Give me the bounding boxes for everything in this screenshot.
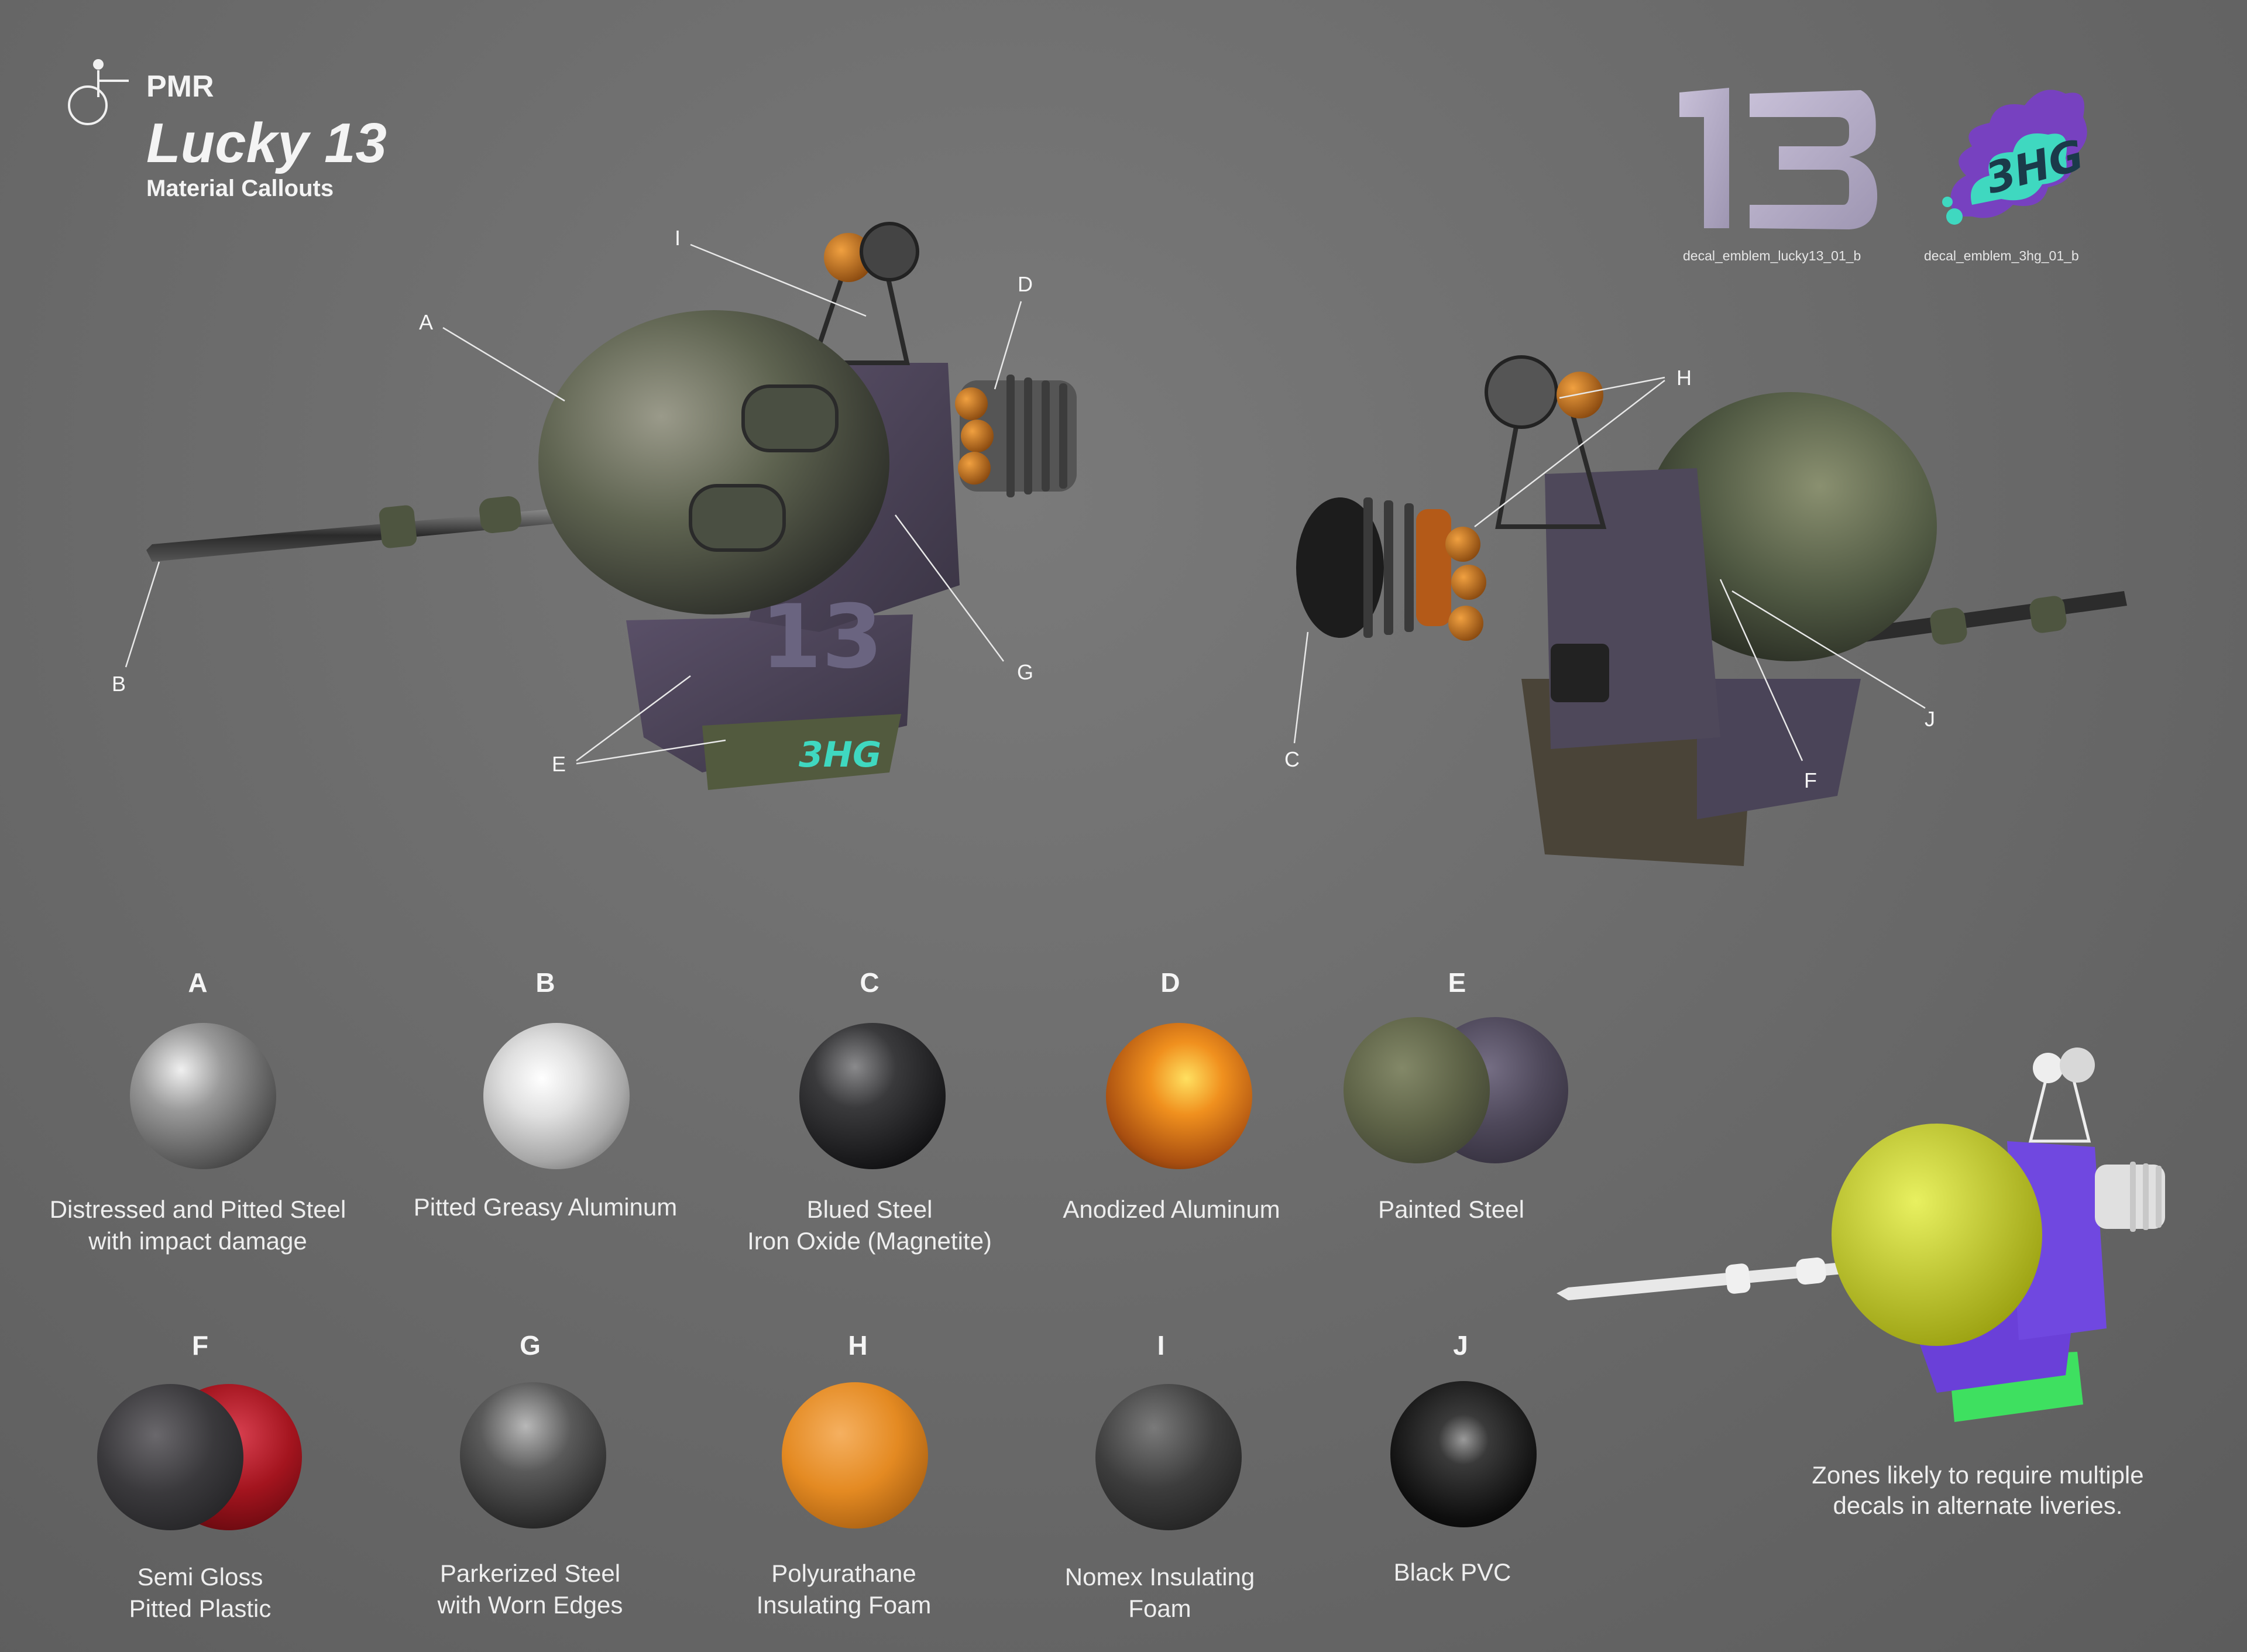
- callout-label-g: G: [1016, 660, 1033, 684]
- swatch-caption-f-line1: Semi Gloss: [137, 1563, 263, 1591]
- swatch-caption-b-line1: Pitted Greasy Aluminum: [413, 1193, 678, 1221]
- swatch-caption-j: Black PVC: [1283, 1557, 1622, 1588]
- callout-label-b: B: [111, 672, 126, 696]
- material-sphere-b: [483, 1023, 630, 1169]
- swatch-letter-f: F: [191, 1330, 209, 1361]
- callout-label-f: F: [1804, 768, 1817, 792]
- swatch-caption-g-line2: with Worn Edges: [437, 1591, 623, 1619]
- swatch-caption-c-line1: Blued Steel: [806, 1196, 933, 1223]
- swatch-caption-j-line1: Black PVC: [1393, 1558, 1511, 1586]
- page-title: Lucky 13: [146, 112, 387, 174]
- swatch-caption-i-line2: Foam: [1128, 1595, 1191, 1622]
- swatch-caption-f-line2: Pitted Plastic: [129, 1595, 272, 1622]
- material-sphere-a: [130, 1023, 276, 1169]
- material-sphere-g: [460, 1382, 606, 1529]
- pmr-logo-icon: [68, 59, 129, 125]
- swatch-caption-c-line2: Iron Oxide (Magnetite): [747, 1227, 992, 1255]
- material-sphere-j: [1390, 1381, 1537, 1527]
- swatch-caption-e-line1: Painted Steel: [1378, 1196, 1524, 1223]
- swatch-letter-h: H: [848, 1330, 868, 1361]
- swatch-caption-d: Anodized Aluminum: [1002, 1194, 1341, 1225]
- callout-lines: [125, 243, 1926, 765]
- page-subtitle: Material Callouts: [146, 176, 334, 201]
- material-sphere-f-gray: [97, 1384, 243, 1530]
- swatch-caption-a: Distressed and Pitted Steel with impact …: [28, 1194, 367, 1257]
- lucky13-decal-image: [1679, 88, 1878, 229]
- decal-zones-note: Zones likely to require multiple decals …: [1750, 1460, 2206, 1521]
- swatch-caption-e: Painted Steel: [1281, 1194, 1621, 1225]
- callout-label-a: A: [418, 310, 433, 334]
- decal-zones-note-line2: decals in alternate liveries.: [1833, 1492, 2123, 1519]
- swatch-caption-g-line1: Parkerized Steel: [439, 1560, 621, 1587]
- callout-label-h: H: [1676, 366, 1692, 390]
- brand-name: PMR: [146, 70, 214, 104]
- ship-view-rear-right: [1296, 355, 2127, 866]
- swatch-letter-e: E: [1448, 967, 1466, 998]
- swatch-letter-d: D: [1160, 967, 1180, 998]
- decal-zones-note-line1: Zones likely to require multiple: [1812, 1461, 2144, 1489]
- swatch-caption-i-line1: Nomex Insulating: [1064, 1563, 1255, 1591]
- material-sphere-c: [799, 1023, 946, 1169]
- callout-label-c: C: [1284, 747, 1300, 771]
- callout-label-d: D: [1018, 272, 1033, 296]
- 3hg-decal-image: 3HG: [1942, 90, 2089, 225]
- swatch-caption-i: Nomex Insulating Foam: [990, 1561, 1329, 1624]
- swatch-caption-g: Parkerized Steel with Worn Edges: [360, 1558, 700, 1621]
- material-sphere-d: [1106, 1023, 1252, 1169]
- callout-label-j: J: [1925, 707, 1935, 731]
- decal-zones-preview: [1557, 1047, 2165, 1422]
- swatch-caption-d-line1: Anodized Aluminum: [1063, 1196, 1280, 1223]
- material-sphere-e-olive: [1344, 1017, 1490, 1163]
- svg-text:13: 13: [761, 586, 883, 688]
- ship-view-front-left: 13 3HG: [146, 222, 1077, 790]
- callout-label-e: E: [551, 752, 566, 776]
- swatch-letter-i: I: [1157, 1330, 1165, 1361]
- material-sphere-i: [1095, 1384, 1242, 1530]
- swatch-caption-b: Pitted Greasy Aluminum: [376, 1191, 715, 1223]
- decal-label-3hg: decal_emblem_3hg_01_b: [1924, 248, 2079, 263]
- swatch-caption-a-line1: Distressed and Pitted Steel: [49, 1196, 346, 1223]
- swatch-letter-g: G: [520, 1330, 541, 1361]
- swatch-caption-h-line1: Polyurathane: [771, 1560, 916, 1587]
- swatch-caption-c: Blued Steel Iron Oxide (Magnetite): [700, 1194, 1039, 1257]
- svg-text:3HG: 3HG: [799, 734, 881, 775]
- swatch-caption-h-line2: Insulating Foam: [756, 1591, 932, 1619]
- callout-label-i: I: [674, 226, 681, 250]
- swatch-letter-j: J: [1453, 1330, 1468, 1361]
- swatch-caption-a-line2: with impact damage: [88, 1227, 307, 1255]
- swatch-letter-c: C: [860, 967, 879, 998]
- swatch-letter-a: A: [188, 967, 208, 998]
- swatch-caption-f: Semi Gloss Pitted Plastic: [30, 1561, 370, 1624]
- swatch-caption-h: Polyurathane Insulating Foam: [674, 1558, 1013, 1621]
- swatch-letter-b: B: [535, 967, 555, 998]
- decal-label-lucky13: decal_emblem_lucky13_01_b: [1683, 248, 1861, 263]
- material-sphere-h: [782, 1382, 928, 1529]
